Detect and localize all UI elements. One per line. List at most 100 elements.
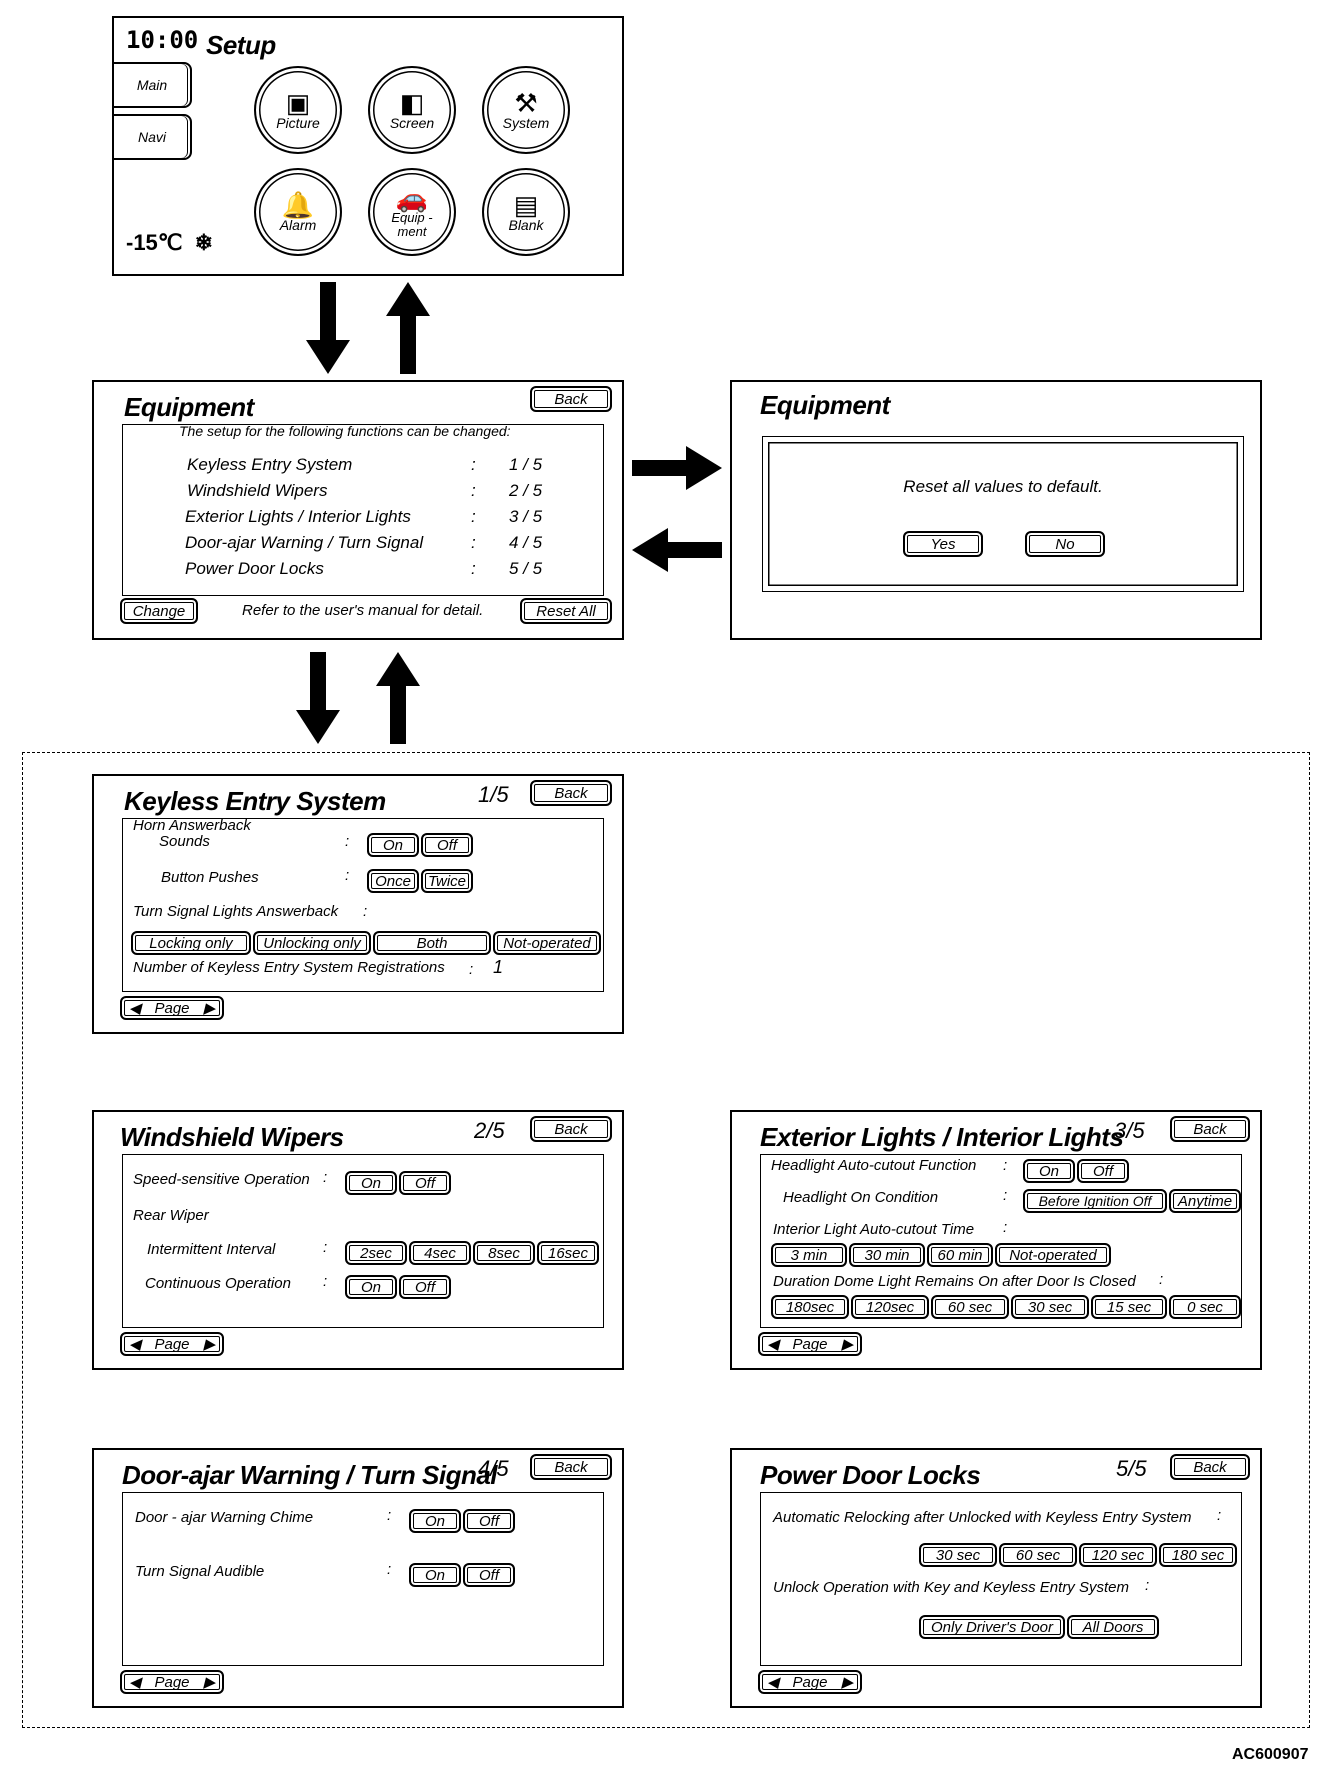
page-prev-icon[interactable]: ◀ [766, 1336, 779, 1353]
interior-not-operated-button[interactable]: Not-operated [995, 1243, 1111, 1267]
colon: : [323, 1273, 328, 1290]
screen-button[interactable]: ◧ Screen [368, 66, 456, 154]
before-ignition-off-button[interactable]: Before Ignition Off [1023, 1189, 1167, 1213]
relock-180sec-button[interactable]: 180 sec [1159, 1543, 1237, 1567]
colon: : [323, 1169, 328, 1186]
change-button[interactable]: Change [120, 598, 198, 624]
interval-16sec-button[interactable]: 16sec [537, 1241, 599, 1265]
relock-30sec-button[interactable]: 30 sec [919, 1543, 997, 1567]
back-button[interactable]: Back [530, 386, 612, 412]
locking-only-button[interactable]: Locking only [131, 931, 251, 955]
item-wipers[interactable]: Windshield Wipers [187, 481, 328, 500]
page-button[interactable]: ◀ Page ▶ [758, 1670, 862, 1694]
item-locks[interactable]: Power Door Locks [185, 559, 324, 578]
snowflake-icon: ❄ [194, 230, 214, 255]
colon: : [387, 1561, 392, 1578]
relock-label: Automatic Relocking after Unlocked with … [773, 1509, 1192, 1526]
sounds-on-button[interactable]: On [367, 833, 419, 857]
left-arrow-icon [632, 528, 722, 572]
colon: : [1003, 1157, 1008, 1174]
item-lights[interactable]: Exterior Lights / Interior Lights [185, 507, 411, 526]
unlocking-only-button[interactable]: Unlocking only [253, 931, 371, 955]
alarm-button[interactable]: 🔔 Alarm [254, 168, 342, 256]
continuous-label: Continuous Operation [145, 1275, 291, 1292]
interval-2sec-button[interactable]: 2sec [345, 1241, 407, 1265]
once-button[interactable]: Once [367, 869, 419, 893]
not-operated-button[interactable]: Not-operated [493, 931, 601, 955]
registrations-value: 1 [493, 957, 504, 977]
reset-all-button[interactable]: Reset All [520, 598, 612, 624]
back-button[interactable]: Back [1170, 1116, 1250, 1142]
colon: : [323, 1239, 328, 1256]
tab-main[interactable]: Main [114, 62, 192, 108]
page-button[interactable]: ◀ Page ▶ [120, 1332, 224, 1356]
continuous-off-button[interactable]: Off [399, 1275, 451, 1299]
back-button[interactable]: Back [530, 1454, 612, 1480]
system-button[interactable]: ⚒ System [482, 66, 570, 154]
tab-navi[interactable]: Navi [114, 114, 192, 160]
door-panel: Door - ajar Warning Chime : On Off Turn … [122, 1492, 604, 1666]
interior-30min-button[interactable]: 30 min [849, 1243, 925, 1267]
yes-button[interactable]: Yes [903, 531, 983, 557]
audible-on-button[interactable]: On [409, 1563, 461, 1587]
colon: : [471, 507, 476, 526]
speed-on-button[interactable]: On [345, 1171, 397, 1195]
speed-off-button[interactable]: Off [399, 1171, 451, 1195]
page-button[interactable]: ◀ Page ▶ [120, 996, 224, 1020]
equipment-button[interactable]: 🚗 Equip - ment [368, 168, 456, 256]
sounds-off-button[interactable]: Off [421, 833, 473, 857]
back-button[interactable]: Back [1170, 1454, 1250, 1480]
dome-15sec-button[interactable]: 15 sec [1091, 1295, 1167, 1319]
up-arrow-icon [386, 282, 430, 374]
back-button[interactable]: Back [530, 780, 612, 806]
page-next-icon[interactable]: ▶ [841, 1336, 854, 1353]
item-door[interactable]: Door-ajar Warning / Turn Signal [185, 533, 424, 552]
chime-on-button[interactable]: On [409, 1509, 461, 1533]
relock-60sec-button[interactable]: 60 sec [999, 1543, 1077, 1567]
no-button[interactable]: No [1025, 531, 1105, 557]
all-doors-button[interactable]: All Doors [1067, 1615, 1159, 1639]
temperature: -15℃ ❄ [126, 230, 213, 256]
picture-button[interactable]: ▣ Picture [254, 66, 342, 154]
page-next-icon[interactable]: ▶ [203, 1674, 216, 1691]
page-prev-icon[interactable]: ◀ [766, 1674, 779, 1691]
blank-icon: ▤ [513, 190, 539, 220]
setup-title: Setup [206, 30, 276, 60]
twice-button[interactable]: Twice [421, 869, 473, 893]
colon: : [387, 1507, 392, 1524]
unlock-label: Unlock Operation with Key and Keyless En… [773, 1579, 1129, 1596]
dome-60sec-button[interactable]: 60 sec [931, 1295, 1009, 1319]
page-prev-icon[interactable]: ◀ [128, 1000, 141, 1017]
page-button[interactable]: ◀ Page ▶ [758, 1332, 862, 1356]
interval-4sec-button[interactable]: 4sec [409, 1241, 471, 1265]
page-prev-icon[interactable]: ◀ [128, 1674, 141, 1691]
back-button[interactable]: Back [530, 1116, 612, 1142]
page-next-icon[interactable]: ▶ [841, 1674, 854, 1691]
dome-180sec-button[interactable]: 180sec [771, 1295, 849, 1319]
dome-120sec-button[interactable]: 120sec [851, 1295, 929, 1319]
headlight-off-button[interactable]: Off [1077, 1159, 1129, 1183]
page-next-icon[interactable]: ▶ [203, 1336, 216, 1353]
system-icon: ⚒ [514, 88, 538, 118]
dome-30sec-button[interactable]: 30 sec [1011, 1295, 1089, 1319]
item-keyless[interactable]: Keyless Entry System [187, 455, 353, 474]
page-5-5: 5 / 5 [509, 559, 543, 578]
interior-3min-button[interactable]: 3 min [771, 1243, 847, 1267]
headlight-on-button[interactable]: On [1023, 1159, 1075, 1183]
page-next-icon[interactable]: ▶ [203, 1000, 216, 1017]
audible-off-button[interactable]: Off [463, 1563, 515, 1587]
colon: : [469, 961, 474, 978]
interior-60min-button[interactable]: 60 min [927, 1243, 993, 1267]
continuous-on-button[interactable]: On [345, 1275, 397, 1299]
page-button[interactable]: ◀ Page ▶ [120, 1670, 224, 1694]
only-drivers-door-button[interactable]: Only Driver's Door [919, 1615, 1065, 1639]
page-prev-icon[interactable]: ◀ [128, 1336, 141, 1353]
relock-120sec-button[interactable]: 120 sec [1079, 1543, 1157, 1567]
anytime-button[interactable]: Anytime [1169, 1189, 1241, 1213]
blank-button[interactable]: ▤ Blank [482, 168, 570, 256]
both-button[interactable]: Both [373, 931, 491, 955]
lights-panel: Headlight Auto-cutout Function : On Off … [760, 1154, 1242, 1328]
interval-8sec-button[interactable]: 8sec [473, 1241, 535, 1265]
dome-0sec-button[interactable]: 0 sec [1169, 1295, 1241, 1319]
chime-off-button[interactable]: Off [463, 1509, 515, 1533]
